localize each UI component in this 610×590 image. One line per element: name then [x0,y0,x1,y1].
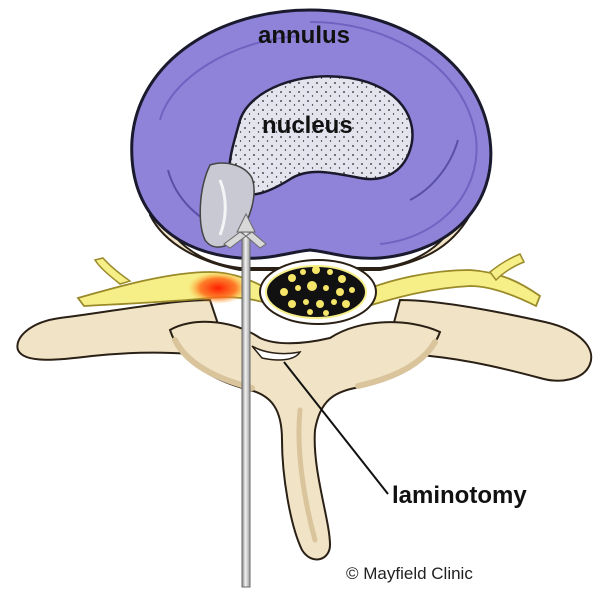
annulus-label: annulus [258,22,350,50]
inflamed-nerve-root [188,272,248,304]
copyright-credit: © Mayfield Clinic [346,564,473,584]
spinal-canal [260,260,376,324]
vertebral-arch [17,300,591,559]
laminotomy-label: laminotomy [392,482,527,510]
nucleus-label: nucleus [262,112,353,140]
